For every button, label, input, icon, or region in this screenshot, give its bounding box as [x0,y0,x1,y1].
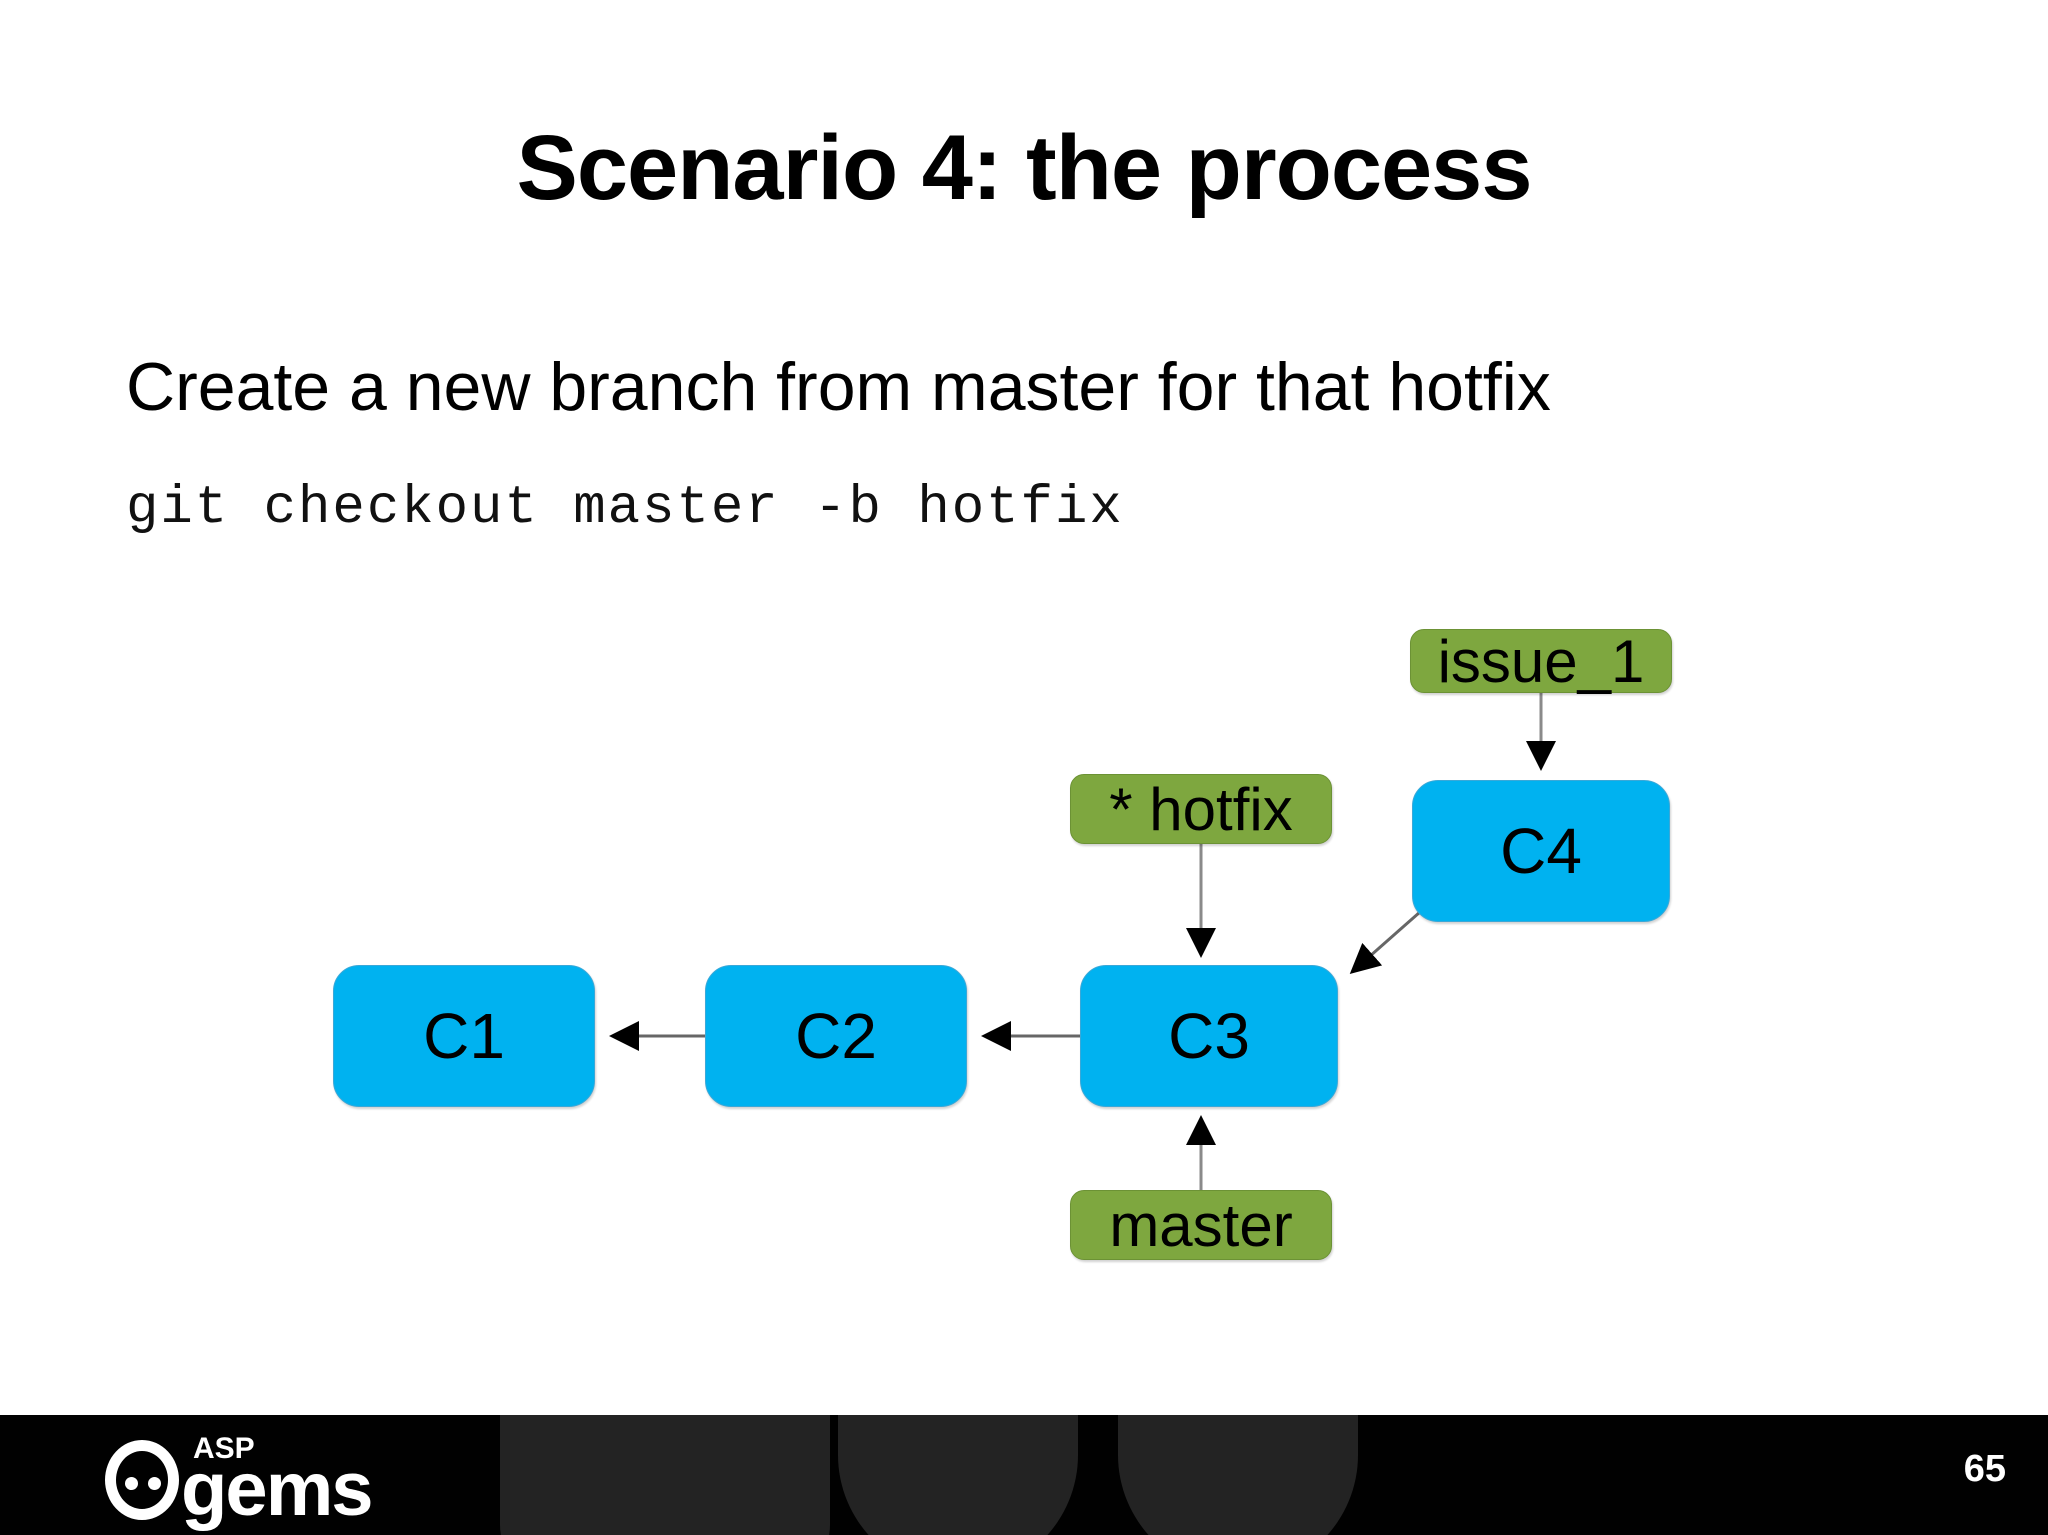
eye-right-icon [148,1477,161,1490]
branch-label-issue-1[interactable]: issue_1 [1410,628,1672,695]
commit-node-c4[interactable]: C4 [1412,780,1670,922]
logo-wordmark: ASP gems [181,1434,407,1528]
page-title: Scenario 4: the process [516,117,1533,219]
slide-subtitle: Create a new branch from master for that… [126,349,1551,425]
footer-decoration-2 [838,1415,1078,1535]
face-circle-icon [105,1440,179,1520]
branch-label-master[interactable]: master [1070,1190,1332,1260]
page-number: 65 [1963,1448,2006,1490]
footer-bar [0,1415,2048,1535]
eye-left-icon [125,1477,138,1490]
commit-node-c2[interactable]: C2 [705,965,967,1107]
asp-gems-logo: ASP gems [105,1434,407,1528]
logo-gems-text: gems [181,1447,374,1532]
edge-c4-c3 [1349,910,1421,974]
commit-node-c1[interactable]: C1 [333,965,595,1107]
git-command-text: git checkout master -b hotfix [126,478,1124,539]
footer-decoration-3 [1118,1415,1358,1535]
commit-node-c3[interactable]: C3 [1080,965,1338,1107]
logo-asp-text: ASP [193,1432,255,1465]
footer-decoration-1 [500,1415,830,1535]
branch-label-hotfix[interactable]: * hotfix [1070,774,1332,844]
